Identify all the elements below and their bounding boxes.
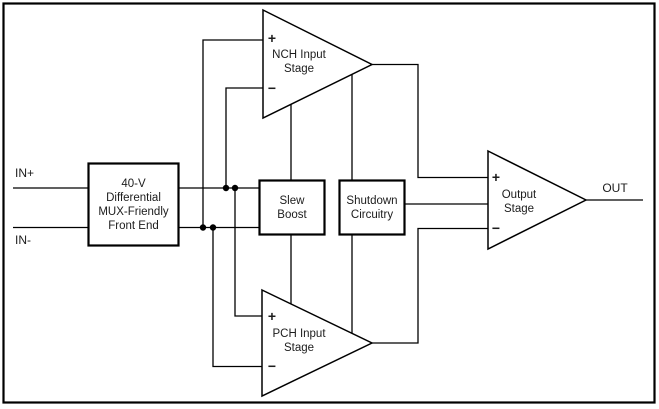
junction-dot xyxy=(222,184,230,192)
pch-output-wire xyxy=(372,227,488,344)
junction-dot xyxy=(231,184,239,192)
output-plus-sign: + xyxy=(491,169,501,185)
slew-boost-label: Slew Boost xyxy=(277,194,307,221)
shutdown-box xyxy=(338,179,406,236)
pch-input-stage-triangle xyxy=(261,288,374,398)
nch-plus-sign: + xyxy=(267,30,277,46)
nch-input-stage-label: NCH Input Stage xyxy=(272,49,326,75)
pch-minus-sign: − xyxy=(267,358,277,374)
pch-plus-feed-wire xyxy=(234,188,262,317)
pch-minus-feed-wire xyxy=(212,227,262,368)
junction-dot xyxy=(199,224,207,231)
front-end-label: 40-V Differential MUX-Friendly Front End xyxy=(98,177,169,232)
pch-plus-sign: + xyxy=(267,308,277,324)
nch-plus-feed-wire xyxy=(202,39,263,228)
front-end-box xyxy=(87,162,180,247)
nch-output-wire xyxy=(372,63,488,179)
output-stage-label: Output Stage xyxy=(501,189,537,215)
nch-minus-feed-wire xyxy=(225,87,263,188)
pch-input-stage-label: PCH Input Stage xyxy=(272,328,326,354)
out-label: OUT xyxy=(602,181,628,195)
output-minus-sign: − xyxy=(491,220,501,236)
nch-input-stage-triangle xyxy=(262,8,374,120)
output-stage-triangle xyxy=(487,149,588,251)
in-plus-label: IN+ xyxy=(15,166,35,180)
slew-boost-box xyxy=(258,179,326,236)
shutdown-label: Shutdown Circuitry xyxy=(346,194,398,221)
junction-dot xyxy=(209,224,217,231)
nch-minus-sign: − xyxy=(267,80,277,96)
in-minus-label: IN- xyxy=(15,233,31,247)
